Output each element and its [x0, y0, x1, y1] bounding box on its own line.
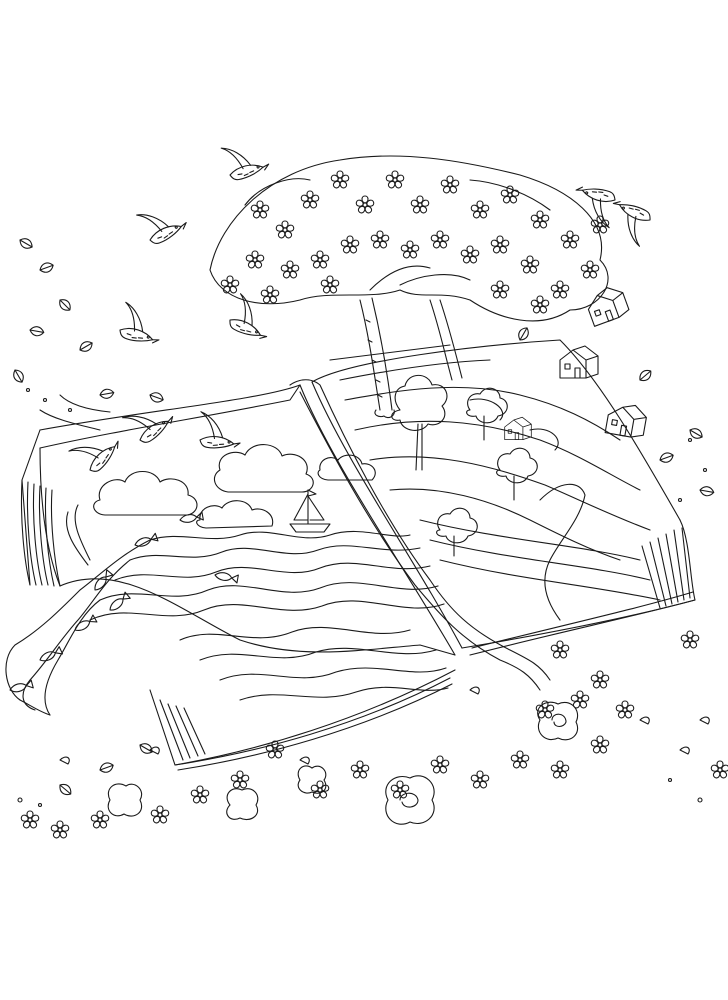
- clouds: [93, 444, 376, 529]
- small-tree: [391, 374, 538, 557]
- flowering-tree: [209, 155, 609, 419]
- rose-flowers: [107, 701, 578, 825]
- sailboat: [289, 489, 331, 533]
- petals: [17, 387, 710, 808]
- ink-layer: [5, 139, 728, 840]
- rolling-hills: [329, 344, 651, 561]
- sea-waves: [5, 504, 449, 716]
